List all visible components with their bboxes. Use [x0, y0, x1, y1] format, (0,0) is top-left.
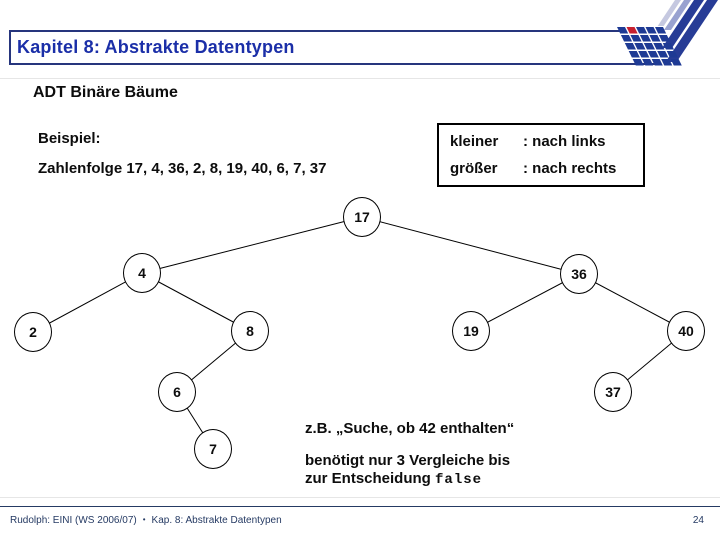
logo-blue-square [634, 43, 646, 50]
logo-squares-grid [617, 27, 682, 66]
header-rule-left [9, 30, 11, 65]
footer-author: Rudolph: EINI (WS 2006/07) [10, 515, 137, 526]
logo-stripe-light [657, 0, 681, 26]
example-sequence: Zahlenfolge 17, 4, 36, 2, 8, 19, 40, 6, … [38, 160, 327, 177]
divider-lower [0, 497, 720, 498]
logo-blue-square [642, 59, 654, 66]
logo-blue-square [632, 59, 644, 66]
logo-blue-square [639, 35, 652, 42]
tree-node-7: 7 [194, 429, 232, 469]
tree-node-37: 37 [594, 372, 632, 412]
rule-term: größer [450, 160, 498, 177]
logo-blue-square [655, 27, 667, 34]
example-label: Beispiel: [38, 130, 101, 147]
note-search: z.B. „Suche, ob 42 enthalten“ [305, 420, 515, 437]
footer-text: Rudolph: EINI (WS 2006/07) • Kap. 8: Abstr… [10, 515, 282, 526]
tree-node-2: 2 [14, 312, 52, 352]
rule-term: kleiner [450, 133, 499, 150]
logo-blue-square [670, 59, 682, 66]
logo-blue-square [651, 59, 663, 66]
tree-node-17: 17 [343, 197, 381, 237]
rule-row-groesser: größer : nach rechts [450, 160, 643, 177]
logo-blue-square [624, 43, 636, 50]
logo-blue-square [645, 27, 657, 34]
logo-blue-square [662, 43, 674, 50]
footer-rule [0, 506, 720, 507]
tree-node-19: 19 [452, 311, 490, 351]
note-line3-prefix: zur Entscheidung [305, 470, 436, 487]
note-line2: benötigt nur 3 Vergleiche bis [305, 452, 511, 469]
slide-subtitle: ADT Binäre Bäume [33, 84, 178, 101]
tree-edge-17-36 [361, 216, 580, 275]
footer-course: Kap. 8: Abstrakte Datentypen [151, 515, 282, 526]
tree-node-36: 36 [560, 254, 598, 294]
university-logo-icon [617, 0, 718, 66]
rule-action: : nach rechts [523, 160, 617, 177]
page-number: 24 [692, 515, 704, 526]
note-comparisons: benötigt nur 3 Vergleiche bis zur Entsch… [305, 452, 510, 489]
logo-blue-square [628, 51, 640, 58]
page-title: Kapitel 8: Abstrakte Datentypen [17, 37, 295, 57]
divider-upper [0, 78, 720, 79]
logo-stripe-dark-right [665, 0, 718, 62]
tree-node-40: 40 [667, 311, 705, 351]
logo-blue-square [658, 35, 671, 42]
tree-node-4: 4 [123, 253, 161, 293]
logo-blue-square [617, 27, 629, 34]
tree-edge-17-4 [141, 216, 363, 274]
logo-blue-square [647, 51, 659, 58]
logo-stripe-medium [664, 0, 691, 30]
logo-blue-square [636, 27, 648, 34]
logo-blue-square [649, 35, 661, 42]
logo-red-square [626, 27, 638, 34]
header-rule-bottom [9, 63, 656, 65]
logo-blue-square [620, 35, 633, 42]
tree-node-8: 8 [231, 311, 269, 351]
rule-row-kleiner: kleiner : nach links [450, 133, 643, 150]
logo-blue-square [630, 35, 642, 42]
rule-action: : nach links [523, 133, 606, 150]
header-rule-top [9, 30, 621, 32]
logo-blue-square [653, 43, 665, 50]
logo-blue-square [638, 51, 650, 58]
footer-bullet: • [142, 515, 146, 524]
rule-box: kleiner : nach links größer : nach recht… [437, 123, 645, 187]
logo-blue-square [643, 43, 655, 50]
tree-node-6: 6 [158, 372, 196, 412]
logo-blue-square [666, 51, 678, 58]
logo-blue-square [657, 51, 669, 58]
logo-stripe-dark [662, 0, 704, 48]
note-code-false: false [435, 472, 483, 488]
logo-blue-square [661, 59, 673, 66]
